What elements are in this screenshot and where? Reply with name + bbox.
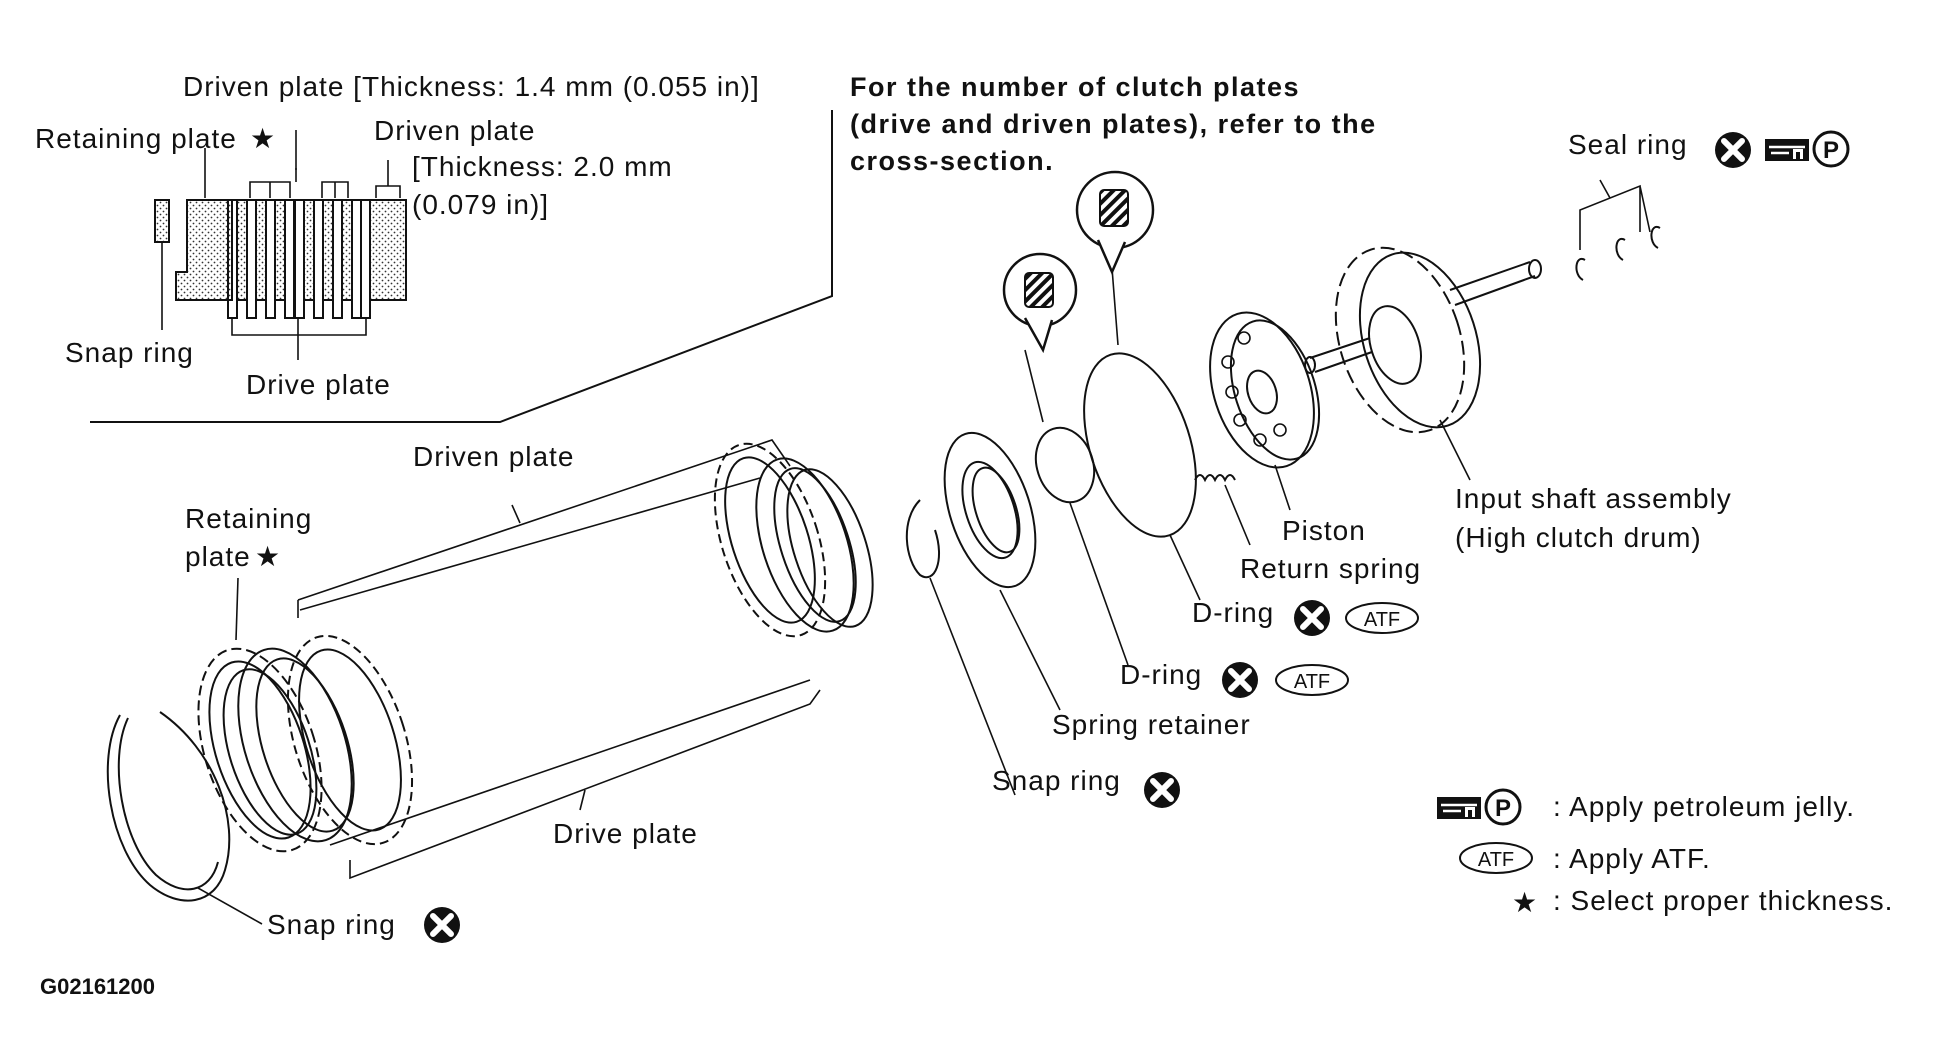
cs-driven-plate — [274, 199, 286, 301]
svg-text:P: P — [1495, 795, 1511, 822]
front-plate-stack — [237, 634, 414, 846]
cs-driven-plate — [303, 199, 315, 301]
cs-retaining-plate-label: Retaining plate — [35, 123, 237, 154]
driven-plate-label: Driven plate — [413, 441, 574, 472]
cs-drive-plate — [351, 199, 362, 319]
legend-petroleum: : Apply petroleum jelly. — [1553, 791, 1855, 822]
spring-retainer — [943, 431, 1037, 589]
cs-drive-plate — [332, 199, 343, 319]
cs-driven-plate — [322, 199, 334, 301]
cs-driven-plate-thick-spec1: [Thickness: 2.0 mm — [412, 151, 673, 182]
input-shaft-label-2: (High clutch drum) — [1455, 522, 1702, 553]
cs-driven-plate — [255, 199, 267, 301]
cs-driven-plate-thin-label: Driven plate [Thickness: 1.4 mm (0.055 i… — [183, 71, 760, 102]
svg-text:P: P — [1823, 137, 1839, 164]
snap-ring-front — [106, 711, 231, 902]
cs-drive-plate — [313, 199, 324, 319]
cs-drive-plate-label: Drive plate — [246, 369, 391, 400]
cs-drive-plate — [294, 199, 305, 319]
discard-icon — [1222, 662, 1258, 698]
retaining-plate-star: ★ — [255, 541, 281, 572]
seal-ring-label: Seal ring — [1568, 129, 1688, 160]
bubble-inner-d-ring — [1002, 252, 1078, 354]
return-spring — [1194, 474, 1236, 483]
petroleum-jelly-icon — [1437, 795, 1481, 821]
cs-snap-ring — [154, 199, 170, 243]
cs-driven-plate-thick-label: Driven plate — [374, 115, 535, 146]
discard-icon — [1715, 132, 1751, 168]
input-shaft-assembly — [1304, 246, 1542, 434]
retaining-plate — [197, 647, 323, 853]
return-spring-label: Return spring — [1240, 553, 1421, 584]
petroleum-badge: P — [1812, 130, 1850, 168]
piston-label: Piston — [1282, 515, 1366, 546]
legend-atf: : Apply ATF. — [1553, 843, 1711, 874]
snap-ring-front-label: Snap ring — [267, 909, 396, 940]
cs-snap-ring-label: Snap ring — [65, 337, 194, 368]
legend: P : Apply petroleum jelly. ATF : Apply A… — [1437, 788, 1893, 918]
cs-drive-plate — [360, 199, 371, 319]
cs-drive-plate — [284, 199, 295, 319]
seal-rings — [1575, 225, 1661, 281]
legend-thickness: : Select proper thickness. — [1553, 885, 1893, 916]
atf-badge: ATF — [1345, 602, 1419, 634]
drive-plate-label: Drive plate — [553, 818, 698, 849]
svg-text:ATF: ATF — [1364, 609, 1400, 631]
snap-ring-mid — [905, 499, 940, 579]
cs-retaining-plate — [175, 199, 233, 301]
input-shaft-label-1: Input shaft assembly — [1455, 483, 1732, 514]
bubble-outer-d-ring — [1075, 170, 1155, 276]
legend-star: ★ — [1512, 887, 1538, 918]
cs-drive-plate — [265, 199, 276, 319]
cs-driven-plate-thick-spec2: (0.079 in)] — [412, 189, 549, 220]
piston — [1209, 311, 1321, 469]
cs-thick-driven-plate — [369, 199, 407, 301]
petroleum-badge: P — [1484, 788, 1522, 826]
snap-ring-mid-label: Snap ring — [992, 765, 1121, 796]
d-ring-outer-label: D-ring — [1192, 597, 1274, 628]
cs-retaining-star: ★ — [250, 123, 276, 154]
cs-driven-plate — [236, 199, 248, 301]
discard-icon — [424, 907, 460, 943]
d-ring-inner — [1034, 426, 1096, 504]
cs-drive-plate — [246, 199, 257, 319]
discard-icon — [1144, 772, 1180, 808]
rear-plate-stack — [713, 442, 874, 638]
cs-driven-plate — [341, 199, 353, 301]
petroleum-jelly-icon — [1765, 137, 1809, 163]
d-ring-inner-label: D-ring — [1120, 659, 1202, 690]
atf-badge: ATF — [1275, 664, 1349, 696]
note-line-2: (drive and driven plates), refer to the — [850, 109, 1377, 139]
exploded-view — [106, 179, 1661, 902]
spring-retainer-label: Spring retainer — [1052, 709, 1251, 740]
discard-icon — [1294, 600, 1330, 636]
retaining-plate-label-2: plate — [185, 541, 251, 572]
svg-text:ATF: ATF — [1294, 671, 1330, 693]
note-line-3: cross-section. — [850, 146, 1054, 176]
figure-code: G02161200 — [40, 974, 155, 999]
note-line-1: For the number of clutch plates — [850, 72, 1300, 102]
atf-badge: ATF — [1459, 842, 1533, 874]
svg-text:ATF: ATF — [1478, 849, 1514, 871]
retaining-plate-label-1: Retaining — [185, 503, 312, 534]
cross-section-view — [90, 110, 833, 423]
